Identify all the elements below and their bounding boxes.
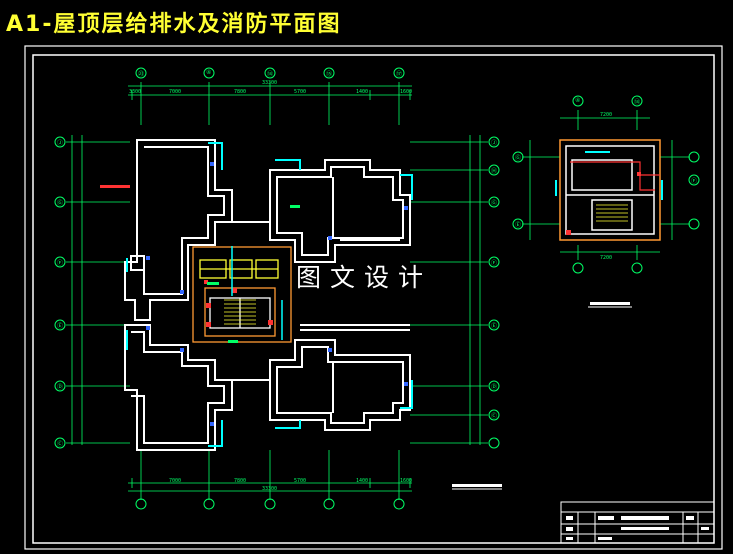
detail-stairs [596,204,628,222]
detail-red-dots [566,172,641,235]
dim-top-3: 5700 [294,89,307,95]
inner-frame [32,54,715,544]
axis-bubbles-right [488,136,500,449]
core-cyan-pipes [231,246,283,340]
cyan-pipe-runs [126,142,413,447]
dim-top-5: 1600 [400,89,413,95]
axis-top-2: ⑭ [267,71,274,78]
axis-right-5: Ⓓ [491,384,498,391]
detail-axis-bubbles [512,95,700,274]
detail-red-pipes [570,161,660,191]
dim-detail-top: 7200 [600,112,613,118]
dim-top-0: 3300 [129,89,142,95]
axis-bubbles-bottom [135,498,405,510]
axis-left-4: Ⓓ [57,384,64,391]
axis-left-5: Ⓒ [57,441,64,448]
detail-dimension-lines [522,110,690,260]
dim-bottom-0: 7000 [169,478,182,484]
central-core [192,246,292,343]
annotation-marks [100,185,130,188]
axis-left-3: Ⓔ [57,323,64,330]
axis-left-0: Ⓙ [57,140,64,147]
detail-caption [588,302,632,308]
axis-bubbles-left [54,136,66,449]
left-dimension-lines [66,135,130,445]
blue-markers [146,162,408,426]
axis-detail-side-1: Ⓕ [691,178,698,185]
dim-detail-bottom: 7200 [600,255,613,261]
dim-top-4: 1400 [356,89,369,95]
axis-top-3: ⑮ [326,71,333,78]
dim-bottom-2: 5700 [294,478,307,484]
axis-top-0: ㉓ [138,71,145,78]
room-labels [207,205,300,343]
axis-right-0: Ⓙ [491,140,498,147]
dim-bottom-1: 7800 [234,478,247,484]
bottom-dimension-lines [128,450,412,500]
dim-bottom-3: 1400 [356,478,369,484]
axis-top-1: ④ [206,69,212,76]
axis-detail-side-2: Ⓔ [515,222,522,229]
axis-top-4: ⑰ [396,71,403,78]
main-plan-caption [452,484,502,490]
axis-right-4: Ⓔ [491,323,498,330]
dim-bottom-total: 33300 [262,486,278,492]
axis-right-6: Ⓒ [491,413,498,420]
axis-left-2: Ⓕ [57,260,64,267]
dim-top-1: 7000 [169,89,182,95]
title-block [560,501,715,544]
stair-treads [224,299,256,325]
axis-detail-top-1: ⑭ [634,99,641,106]
detail-cyan-pipes [555,151,663,200]
dim-bottom-4: 1600 [400,478,413,484]
dim-top-2: 7800 [234,89,247,95]
right-dimension-lines [410,135,488,445]
main-plan-walls [124,139,411,451]
axis-right-2: Ⓖ [491,200,498,207]
drawing-title: A1-屋顶层给排水及消防平面图 [6,12,342,37]
axis-detail-side-0: Ⓖ [515,155,522,162]
core-red-pipes [204,280,273,327]
axis-bubbles-top [135,67,405,79]
top-dimension-lines [128,82,412,125]
axis-right-3: Ⓕ [491,260,498,267]
dim-top-total: 33300 [262,80,278,86]
axis-right-1: Ⓗ [491,168,498,175]
watermark-text: 图文设计 [296,263,433,292]
axis-detail-top-0: ④ [575,97,581,104]
outer-frame [24,45,723,550]
axis-left-1: Ⓖ [57,200,64,207]
